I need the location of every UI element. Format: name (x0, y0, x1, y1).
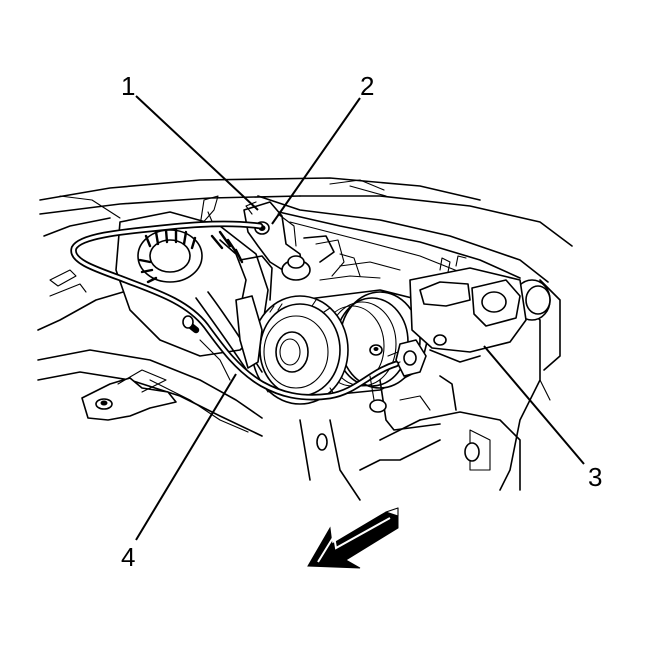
lower-mounting-bracket (81, 369, 177, 421)
cable-bracket-upper (243, 201, 361, 281)
leader-line-1 (135, 95, 259, 211)
engine-detail-lines (149, 261, 457, 433)
radiator-support-structure (37, 177, 573, 437)
callout-2: 2 (360, 71, 374, 101)
callout-4: 4 (121, 542, 135, 572)
callout-3: 3 (588, 462, 602, 492)
cable-bracket-right (387, 255, 527, 377)
cable-assembly (70, 220, 400, 401)
callout-1: 1 (121, 71, 135, 101)
leader-line-3 (483, 345, 585, 465)
drive-belt (195, 291, 263, 379)
ac-compressor (251, 289, 431, 405)
callout-leader-lines (135, 95, 585, 541)
front-direction-arrow-icon (307, 507, 399, 569)
leader-line-2 (271, 97, 361, 225)
leader-line-4 (135, 373, 237, 541)
